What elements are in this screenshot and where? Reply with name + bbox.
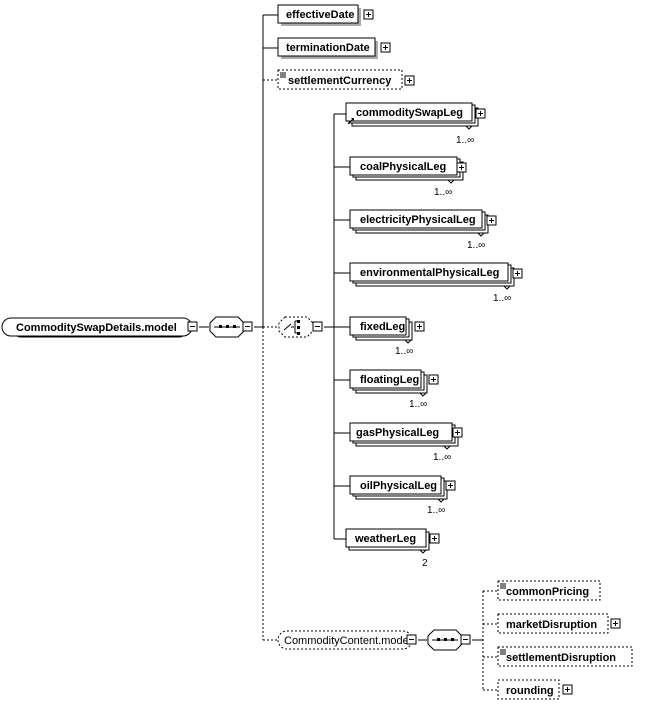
element-label: fixedLeg (360, 321, 405, 333)
cardinality: 1..∞ (434, 187, 452, 198)
element-label: gasPhysicalLeg (356, 427, 439, 439)
element-environmental-physical-leg[interactable]: environmentalPhysicalLeg 1..∞ (349, 262, 523, 304)
element-commodity-swap-leg[interactable]: commoditySwapLeg 1..∞ (345, 102, 486, 146)
expand-icon[interactable] (452, 427, 463, 438)
expand-icon[interactable] (562, 684, 573, 695)
expand-icon[interactable] (363, 9, 374, 20)
element-floating-leg[interactable]: floatingLeg 1..∞ (349, 369, 439, 410)
element-coal-physical-leg[interactable]: coalPhysicalLeg 1..∞ (349, 156, 467, 198)
element-label: floatingLeg (360, 374, 419, 386)
cardinality: 1..∞ (456, 135, 474, 146)
expand-icon[interactable] (512, 268, 523, 279)
cardinality: 2 (422, 558, 428, 569)
collapse-icon[interactable] (406, 634, 417, 645)
element-termination-date[interactable]: terminationDate (277, 37, 391, 59)
expand-icon[interactable] (404, 75, 415, 86)
element-label: weatherLeg (354, 533, 416, 545)
element-oil-physical-leg[interactable]: oilPhysicalLeg 1..∞ (349, 475, 456, 516)
cardinality: 1..∞ (395, 346, 413, 357)
element-market-disruption[interactable]: marketDisruption (497, 613, 621, 634)
element-label: environmentalPhysicalLeg (360, 267, 499, 279)
collapse-icon[interactable] (460, 634, 471, 645)
collapse-icon[interactable] (187, 321, 198, 332)
cardinality: 1..∞ (427, 505, 445, 516)
root-model-label: CommoditySwapDetails.model (16, 322, 177, 334)
element-electricity-physical-leg[interactable]: electricityPhysicalLeg 1..∞ (349, 209, 497, 251)
element-label: commoditySwapLeg (356, 107, 463, 119)
list-icon (500, 649, 506, 655)
collapse-icon[interactable] (242, 321, 253, 332)
reference-arrow-icon (347, 118, 354, 125)
element-label: effectiveDate (286, 9, 354, 21)
expand-icon[interactable] (456, 162, 467, 173)
root-model-node[interactable]: CommoditySwapDetails.model (1, 317, 198, 338)
cardinality: 1..∞ (433, 452, 451, 463)
list-icon (280, 72, 286, 78)
element-label: coalPhysicalLeg (360, 161, 446, 173)
expand-icon[interactable] (486, 215, 497, 226)
choice-compositor[interactable] (278, 316, 323, 338)
element-label: electricityPhysicalLeg (360, 214, 476, 226)
element-label: rounding (506, 685, 554, 697)
expand-icon[interactable] (610, 618, 621, 629)
content-model-label: CommodityContent.model (284, 635, 411, 647)
expand-icon[interactable] (429, 533, 440, 544)
cardinality: 1..∞ (467, 240, 485, 251)
expand-icon[interactable] (445, 480, 456, 491)
element-label: settlementDisruption (506, 652, 616, 664)
element-label: commonPricing (506, 586, 589, 598)
element-label: terminationDate (286, 42, 370, 54)
expand-icon[interactable] (414, 321, 425, 332)
element-settlement-disruption[interactable]: settlementDisruption (497, 646, 633, 667)
content-model-node[interactable]: CommodityContent.model (277, 630, 417, 650)
expand-icon[interactable] (428, 374, 439, 385)
element-rounding[interactable]: rounding (497, 679, 573, 700)
list-icon (500, 583, 506, 589)
element-label: oilPhysicalLeg (360, 480, 437, 492)
element-fixed-leg[interactable]: fixedLeg 1..∞ (349, 316, 425, 357)
collapse-icon[interactable] (312, 321, 323, 332)
element-gas-physical-leg[interactable]: gasPhysicalLeg 1..∞ (349, 422, 463, 463)
element-label: marketDisruption (506, 619, 597, 631)
expand-icon[interactable] (475, 108, 486, 119)
content-sequence-compositor[interactable] (427, 629, 471, 651)
element-label: settlementCurrency (288, 75, 392, 87)
element-common-pricing[interactable]: commonPricing (497, 580, 601, 601)
element-effective-date[interactable]: effectiveDate (277, 4, 374, 26)
expand-icon[interactable] (380, 42, 391, 53)
sequence-compositor[interactable] (209, 316, 253, 338)
element-settlement-currency[interactable]: settlementCurrency (277, 69, 415, 90)
cardinality: 1..∞ (409, 399, 427, 410)
cardinality: 1..∞ (493, 293, 511, 304)
connector-lines (199, 14, 498, 691)
element-weather-leg[interactable]: weatherLeg 2 (345, 528, 440, 569)
